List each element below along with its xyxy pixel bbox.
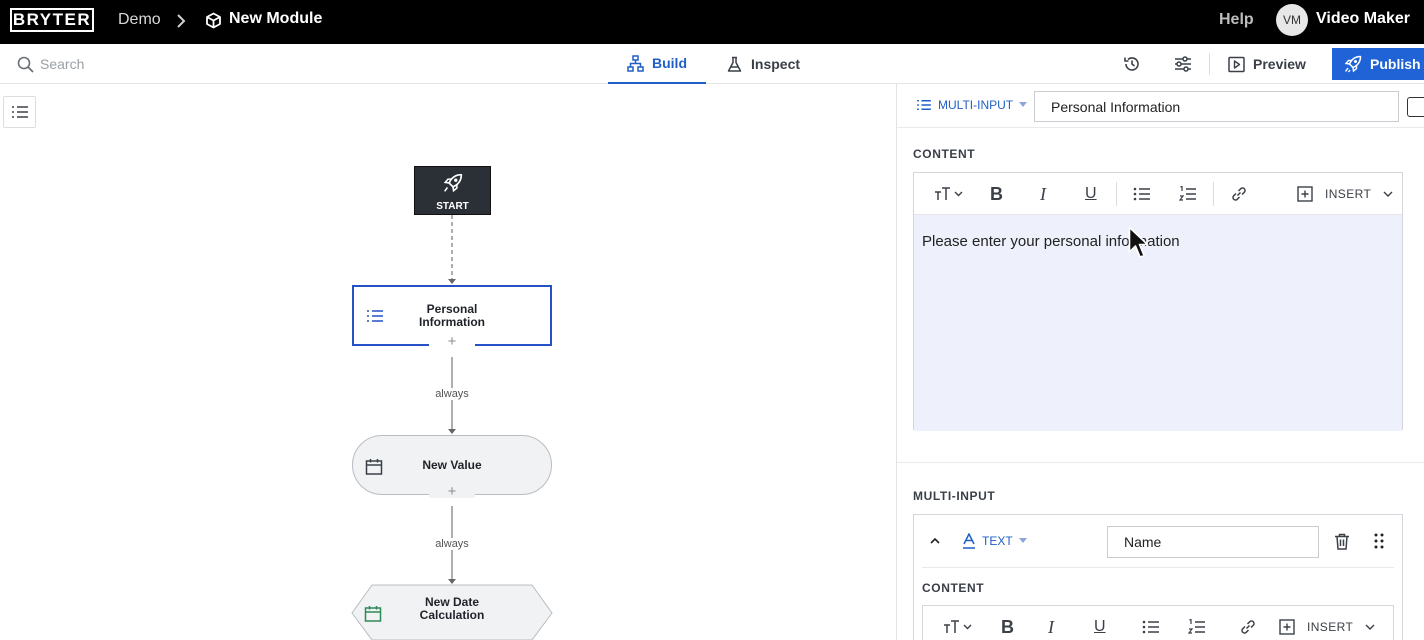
bold-icon[interactable]: B [990,183,1003,204]
cube-icon [205,12,222,29]
plus-box-icon [1297,186,1313,202]
insert-dropdown[interactable]: INSERT [1297,184,1393,204]
text-size-icon[interactable] [934,184,964,204]
text-type-icon [962,533,976,549]
toolbar-divider [1116,182,1117,206]
avatar[interactable]: VM [1276,4,1308,36]
flow-node-new-date-calculation[interactable]: New Date Calculation [352,585,552,640]
input-content-label: CONTENT [922,581,985,595]
node-type-select[interactable]: MULTI-INPUT [916,98,1028,112]
history-icon[interactable] [1123,55,1141,73]
list-icon [366,309,384,323]
top-bar: BRYTER Demo New Module Help VM Video Mak… [0,0,1424,44]
chevron-down-icon [1365,624,1375,630]
list-icon [11,105,29,119]
editor-toolbar: B I U INSERT [914,173,1402,215]
flow-node-label: New Date Calculation [419,595,485,622]
edge-label[interactable]: always [420,538,484,550]
publish-button[interactable]: Publish [1332,48,1424,80]
list-icon [916,99,932,111]
card-divider [922,567,1394,568]
add-node-button[interactable]: + [429,334,475,349]
chevron-up-icon[interactable] [930,538,940,544]
breadcrumb-project[interactable]: Demo [118,11,161,28]
sitemap-icon [627,54,644,72]
caret-down-icon [1018,538,1027,544]
search-icon [17,56,34,73]
plus-box-icon [1279,619,1295,635]
tab-inspect-label: Inspect [751,56,801,72]
tab-build[interactable]: Build [608,44,706,84]
underline-icon[interactable]: U [1094,618,1106,635]
drag-handle-icon[interactable] [1374,533,1384,549]
search-input[interactable] [40,53,240,75]
collapse-panel-icon[interactable] [1407,97,1424,117]
toolbar: Build Inspect Preview Publish [0,44,1424,84]
content-section-label: CONTENT [913,147,976,161]
rocket-icon [443,173,463,193]
insert-dropdown[interactable]: INSERT [1279,617,1375,637]
text-size-icon[interactable] [943,617,973,637]
node-name-input[interactable] [1034,91,1399,122]
underline-icon[interactable]: U [1085,185,1097,202]
italic-icon[interactable]: I [1040,183,1046,204]
link-icon[interactable] [1239,617,1257,637]
help-link[interactable]: Help [1219,11,1254,28]
bold-icon[interactable]: B [1001,616,1014,637]
user-name[interactable]: Video Maker [1316,10,1410,27]
flow-node-label: Personal Information [419,301,485,329]
toolbar-divider [1209,53,1210,75]
preview-button[interactable]: Preview [1228,44,1306,84]
play-icon [1228,56,1245,73]
tab-inspect[interactable]: Inspect [726,44,800,84]
trash-icon[interactable] [1334,533,1350,550]
numbered-list-icon[interactable] [1179,184,1197,204]
content-editor: B I U INSERT Please enter your personal … [913,172,1403,431]
insert-label: INSERT [1307,620,1354,634]
chevron-right-icon [176,13,186,29]
panel-header: MULTI-INPUT [897,84,1424,128]
bullet-list-icon[interactable] [1142,617,1160,637]
bullet-list-icon[interactable] [1133,184,1151,204]
editor-toolbar: B I U INSERT [923,606,1393,640]
italic-icon[interactable]: I [1048,616,1054,637]
start-node[interactable]: START [414,166,491,215]
input-type-select[interactable]: TEXT [962,533,1027,549]
flow-canvas[interactable]: START Personal Information + always New … [0,84,896,640]
calendar-icon [364,605,382,623]
edge-label[interactable]: always [420,388,484,400]
outline-toggle-button[interactable] [3,96,36,128]
add-node-button[interactable]: + [429,484,475,499]
insert-label: INSERT [1325,187,1372,201]
input-content-editor: B I U INSERT [922,605,1394,640]
preview-label: Preview [1253,56,1306,72]
breadcrumb-module[interactable]: New Module [229,10,323,27]
numbered-list-icon[interactable] [1188,617,1206,637]
input-type-label: TEXT [982,534,1013,548]
bryter-logo[interactable]: BRYTER [10,8,94,32]
chevron-down-icon [1383,191,1393,197]
calendar-icon [365,458,383,476]
multi-input-item-card: TEXT CONTENT B I U [913,514,1403,640]
start-node-label: START [436,201,469,212]
section-divider [897,462,1424,463]
multi-input-section-label: MULTI-INPUT [913,489,996,503]
flask-icon [726,56,743,73]
link-icon[interactable] [1230,184,1248,204]
multi-input-item-header: TEXT [914,515,1402,567]
flow-node-label: New Value [422,457,482,472]
settings-sliders-icon[interactable] [1174,55,1192,73]
properties-panel: MULTI-INPUT CONTENT B I U [896,84,1424,640]
toolbar-divider [1213,182,1214,206]
node-type-label: MULTI-INPUT [938,98,1014,112]
content-text-area[interactable]: Please enter your personal information [914,215,1402,431]
tab-build-label: Build [652,55,687,71]
rocket-icon [1344,55,1362,73]
flow-node-personal-information[interactable]: Personal Information [352,285,552,346]
publish-label: Publish [1370,56,1421,72]
caret-down-icon [1019,102,1028,108]
input-name-field[interactable] [1107,526,1319,558]
